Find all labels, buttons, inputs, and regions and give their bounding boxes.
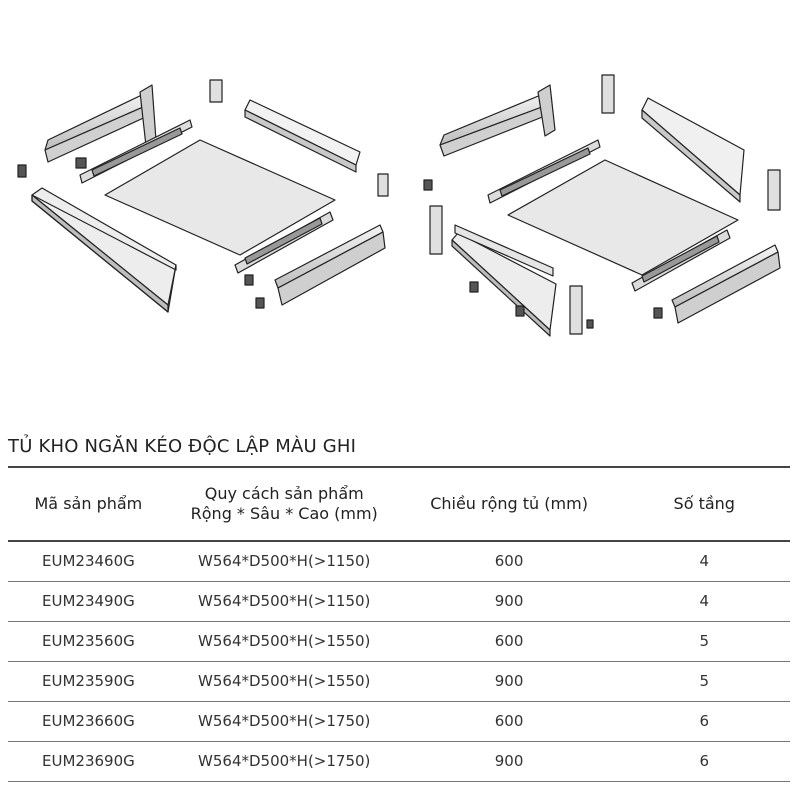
cell-width: 900	[399, 741, 619, 782]
header-tiers: Số tầng	[618, 466, 790, 542]
page-title: TỦ KHO NGĂN KÉO ĐỘC LẬP MÀU GHI	[8, 436, 357, 457]
header-spec-line1: Quy cách sản phẩm	[204, 484, 364, 503]
gallery-rail	[454, 224, 554, 277]
cell-code: EUM23460G	[8, 541, 169, 582]
product-spec-table: Mã sản phẩm Quy cách sản phẩm Rộng * Sâu…	[8, 466, 790, 782]
cell-width: 900	[399, 661, 619, 702]
header-spec: Quy cách sản phẩm Rộng * Sâu * Cao (mm)	[168, 466, 400, 542]
cell-tiers: 6	[618, 741, 790, 782]
cell-tiers: 4	[618, 541, 790, 582]
drawer-assembly-diagram	[17, 74, 781, 337]
cell-spec: W564*D500*H(>1150)	[168, 581, 400, 622]
cell-spec: W564*D500*H(>1550)	[168, 621, 400, 662]
cell-width: 900	[399, 581, 619, 622]
cell-tiers: 4	[618, 581, 790, 622]
table-row: EUM23490G W564*D500*H(>1150) 900 4	[8, 581, 790, 622]
table-row: EUM23560G W564*D500*H(>1550) 600 5	[8, 621, 790, 662]
drawer-diagram-left	[17, 79, 389, 313]
cell-spec: W564*D500*H(>1750)	[168, 701, 400, 742]
clip-2	[377, 173, 389, 197]
cell-code: EUM23590G	[8, 661, 169, 702]
cell-code: EUM23660G	[8, 701, 169, 742]
cell-spec: W564*D500*H(>1550)	[168, 661, 400, 702]
table-row: EUM23660G W564*D500*H(>1750) 600 6	[8, 701, 790, 742]
bottom-panel-2	[507, 159, 739, 276]
header-width: Chiều rộng tủ (mm)	[399, 466, 619, 542]
cell-code: EUM23690G	[8, 741, 169, 782]
cell-code: EUM23490G	[8, 581, 169, 622]
cell-code: EUM23560G	[8, 621, 169, 662]
table-row: EUM23690G W564*D500*H(>1750) 900 6	[8, 741, 790, 782]
back-panel-2	[641, 97, 745, 196]
table-row: EUM23460G W564*D500*H(>1150) 600 4	[8, 541, 790, 582]
cell-width: 600	[399, 701, 619, 742]
cell-spec: W564*D500*H(>1750)	[168, 741, 400, 782]
cell-tiers: 5	[618, 621, 790, 662]
cell-width: 600	[399, 621, 619, 662]
cell-spec: W564*D500*H(>1150)	[168, 541, 400, 582]
cell-width: 600	[399, 541, 619, 582]
cell-tiers: 6	[618, 701, 790, 742]
cell-tiers: 5	[618, 661, 790, 702]
table-row: EUM23590G W564*D500*H(>1550) 900 5	[8, 661, 790, 702]
drawer-diagram-right	[423, 74, 781, 337]
back-panel	[244, 99, 361, 166]
clip-1	[209, 79, 223, 103]
table-header-row: Mã sản phẩm Quy cách sản phẩm Rộng * Sâu…	[8, 466, 790, 542]
bottom-panel	[104, 139, 336, 256]
header-spec-line2: Rộng * Sâu * Cao (mm)	[190, 504, 378, 523]
header-code: Mã sản phẩm	[8, 466, 169, 542]
